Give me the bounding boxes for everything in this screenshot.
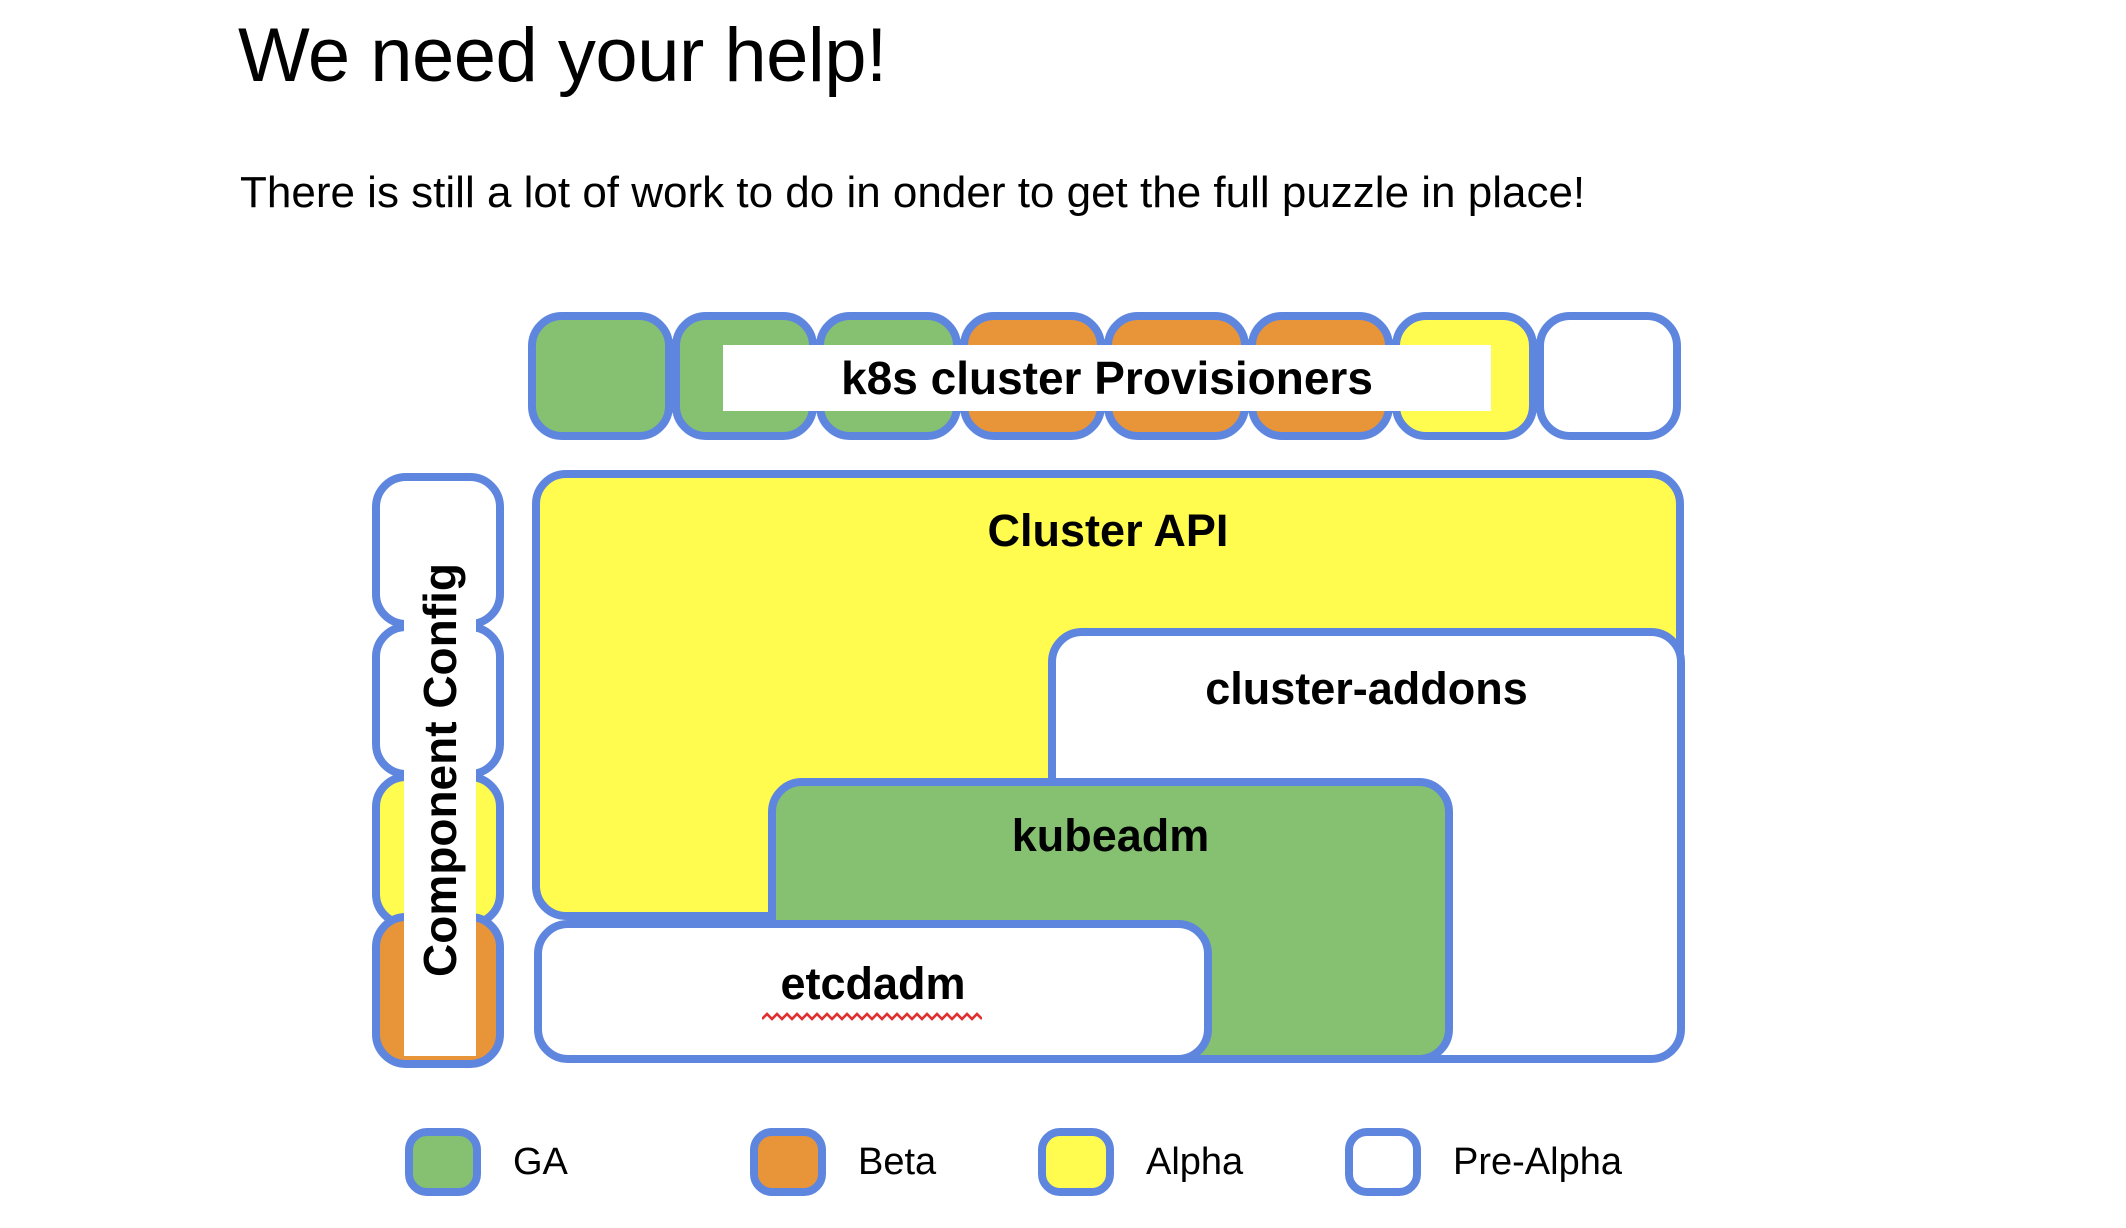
legend-label-beta: Beta — [858, 1140, 937, 1183]
legend: GA Beta Alpha Pre-Alpha — [0, 1127, 2126, 1207]
provisioner-tile-1[interactable] — [528, 312, 673, 440]
box-etcdadm-label: etcdadm — [780, 958, 966, 1009]
legend-label-alpha: Alpha — [1146, 1140, 1244, 1183]
legend-item-ga: GA — [405, 1127, 568, 1197]
legend-label-ga: GA — [513, 1140, 568, 1183]
box-cluster-addons-label: cluster-addons — [1205, 663, 1528, 714]
legend-item-alpha: Alpha — [1038, 1127, 1243, 1197]
page-title: We need your help! — [238, 13, 887, 98]
component-config-label: Component Config — [404, 483, 476, 1056]
legend-swatch-pre-alpha — [1345, 1128, 1421, 1196]
provisioner-tile-8[interactable] — [1536, 312, 1681, 440]
legend-swatch-alpha — [1038, 1128, 1114, 1196]
spellcheck-underline-icon — [762, 1012, 982, 1021]
legend-label-pre-alpha: Pre-Alpha — [1453, 1140, 1622, 1183]
legend-swatch-ga — [405, 1128, 481, 1196]
box-kubeadm-label: kubeadm — [1011, 810, 1210, 861]
box-etcdadm[interactable] — [534, 920, 1212, 1063]
box-cluster-api-label: Cluster API — [987, 505, 1229, 556]
provisioner-row-label: k8s cluster Provisioners — [723, 345, 1491, 411]
legend-swatch-beta — [750, 1128, 826, 1196]
legend-item-pre-alpha: Pre-Alpha — [1345, 1127, 1622, 1197]
page-subtitle: There is still a lot of work to do in on… — [240, 168, 1586, 217]
legend-item-beta: Beta — [750, 1127, 936, 1197]
component-config-label-text: Component Config — [414, 562, 467, 977]
